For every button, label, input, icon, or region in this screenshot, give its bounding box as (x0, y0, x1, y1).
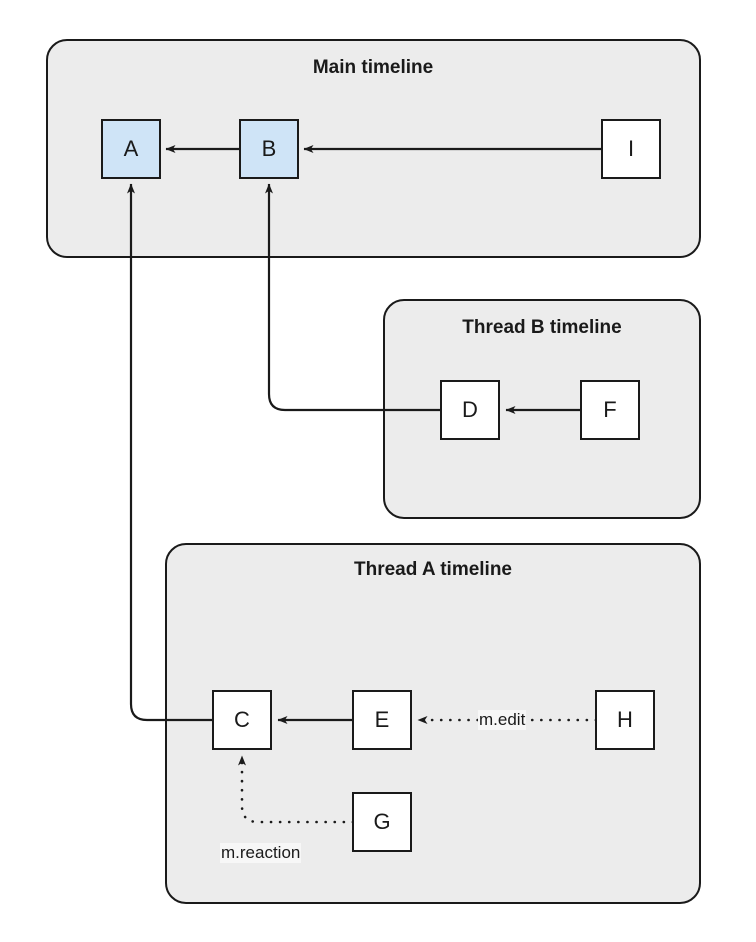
node-box-F[interactable] (580, 380, 640, 440)
node-label-F: F (603, 397, 617, 422)
group-title-main: Main timeline (312, 57, 434, 78)
node-label-B: B (261, 136, 277, 161)
node-label-D: D (462, 397, 478, 422)
node-box-B[interactable] (239, 119, 299, 179)
group-title-threadA: Thread A timeline (353, 559, 513, 580)
group-container-threadA (165, 543, 701, 904)
node-box-G[interactable] (352, 792, 412, 852)
node-label-I: I (627, 136, 635, 161)
group-title-threadB: Thread B timeline (462, 317, 622, 338)
node-label-G: G (373, 809, 391, 834)
node-box-H[interactable] (595, 690, 655, 750)
edge-label-g-to-c: m.reaction (220, 843, 302, 863)
node-box-D[interactable] (440, 380, 500, 440)
node-box-I[interactable] (601, 119, 661, 179)
edge-c-to-a (127, 183, 213, 722)
node-box-E[interactable] (352, 690, 412, 750)
node-label-H: H (617, 707, 633, 732)
node-label-E: E (374, 707, 390, 732)
node-box-C[interactable] (212, 690, 272, 750)
edge-d-to-b (265, 183, 441, 412)
node-label-A: A (123, 136, 139, 161)
edge-g-to-c (238, 754, 355, 824)
edge-label-h-to-e: m.edit (478, 710, 527, 730)
node-box-A[interactable] (101, 119, 161, 179)
node-label-C: C (234, 707, 250, 732)
